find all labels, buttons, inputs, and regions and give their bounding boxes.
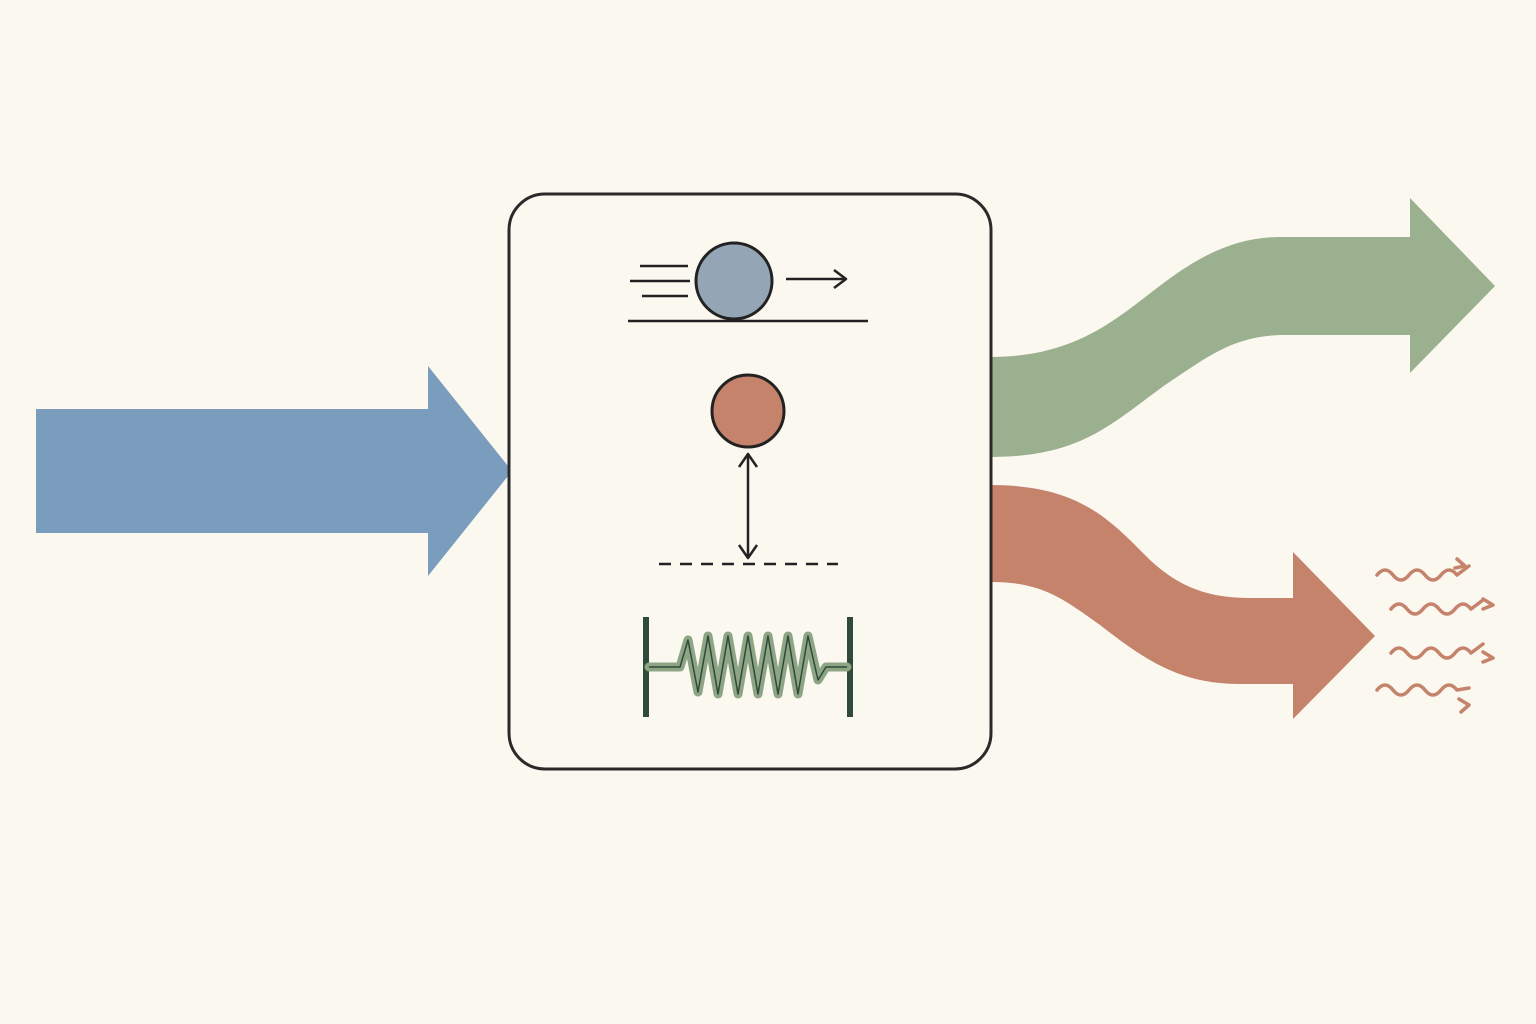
arrowhead-icon — [833, 269, 848, 289]
useful-energy-arrow-icon — [990, 198, 1495, 457]
arrowhead-up-icon — [737, 452, 759, 468]
rolling-ball-icon — [628, 241, 868, 323]
raised-ball-icon — [659, 373, 838, 566]
energy-converter-box — [507, 192, 993, 771]
heat-waves-icon — [1375, 557, 1495, 714]
kinetic-ball — [694, 241, 774, 321]
spring-coil-outline — [649, 635, 847, 695]
energy-input-arrow-icon — [36, 366, 512, 576]
arrowhead-down-icon — [737, 544, 759, 560]
wasted-energy-arrow-icon — [990, 485, 1375, 719]
potential-ball — [710, 373, 786, 449]
spring-icon — [643, 617, 853, 717]
